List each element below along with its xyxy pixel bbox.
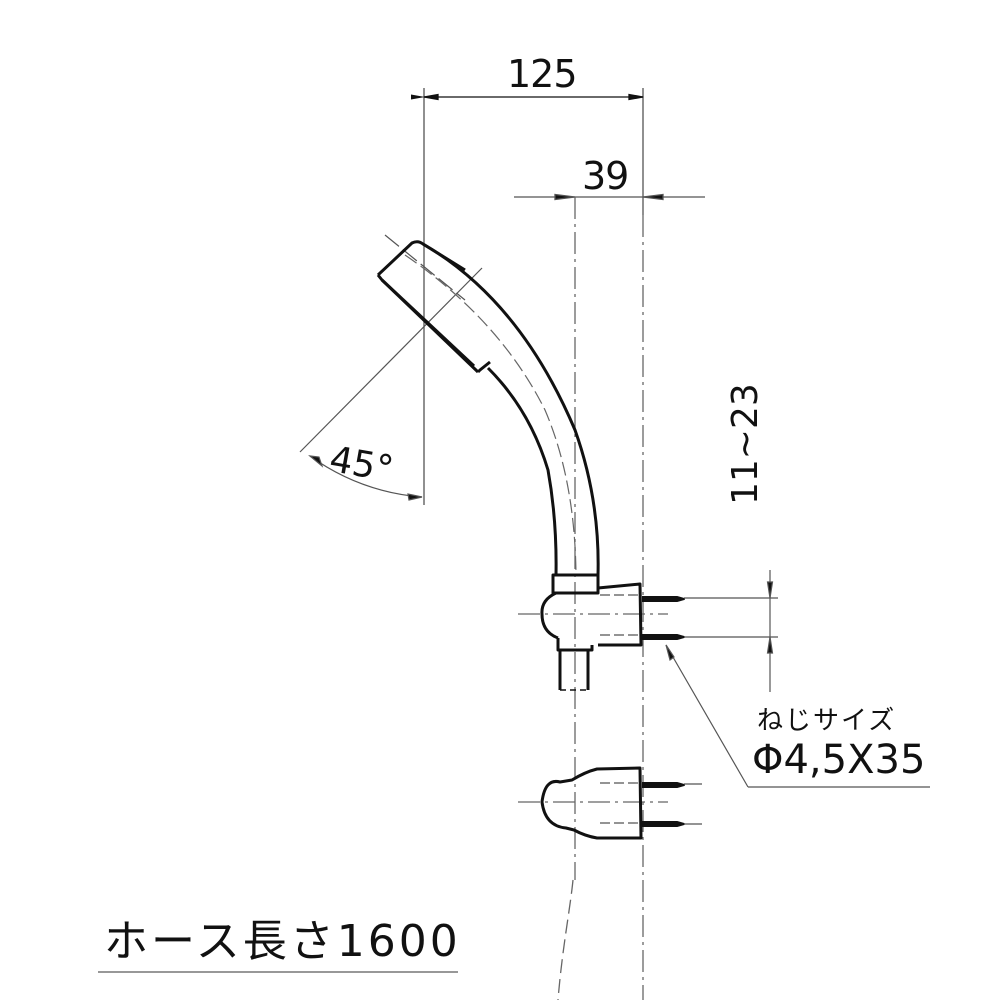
shower-head: [376, 240, 600, 576]
hook-bracket-lower: [540, 766, 685, 840]
dimension-label-39: 39: [582, 154, 629, 198]
screw-size-title: ねじサイズ: [757, 706, 897, 736]
dimension-label-11-23: 11~23: [725, 383, 766, 505]
hose-length-label: ホース長さ1600: [104, 916, 461, 967]
screw-axis-lines-upper: [600, 594, 778, 638]
screw-size-value: Φ4,5X35: [752, 737, 926, 783]
angle-construction: [299, 234, 483, 501]
screw-leader-line: [665, 644, 930, 788]
extension-lines: [423, 88, 644, 505]
dimension-label-125: 125: [507, 52, 578, 96]
dimension-125: [411, 93, 644, 101]
hook-bracket-upper: [540, 573, 685, 691]
screw-axis-lines-lower: [600, 782, 702, 825]
dimension-11-23: [766, 570, 774, 692]
dimension-39: [514, 193, 705, 201]
hose-line: [557, 879, 574, 1000]
centerlines: [518, 197, 668, 1000]
